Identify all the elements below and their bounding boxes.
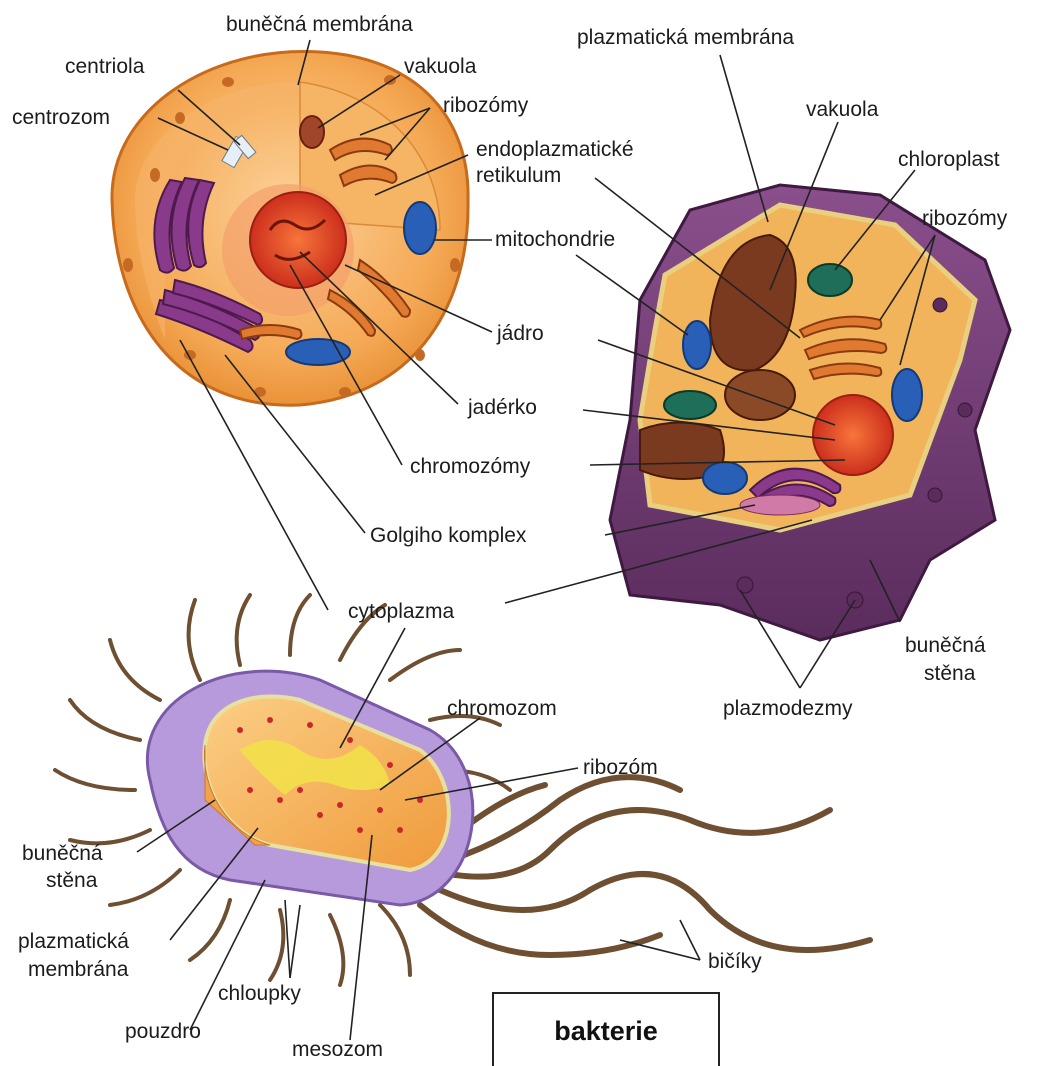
label-chloroplast: chloroplast [898, 148, 1000, 172]
label-retikulum: retikulum [476, 164, 561, 188]
label-bunecna-membrana: buněčná membrána [226, 13, 413, 37]
label-plazmaticka-bact-2: membrána [28, 958, 128, 982]
label-centriola: centriola [65, 55, 144, 79]
label-plazmaticka-membrana-plant: plazmatická membrána [577, 26, 794, 50]
label-mesozom: mesozom [292, 1038, 383, 1062]
label-vakuola-plant: vakuola [806, 98, 878, 122]
label-chromozomy: chromozómy [410, 455, 530, 479]
label-jadro: jádro [497, 322, 544, 346]
label-golgiho-komplex: Golgiho komplex [370, 524, 526, 548]
label-pouzdro: pouzdro [125, 1020, 201, 1044]
label-bunecna-stena-bact-1: buněčná [22, 842, 103, 866]
bacterium-title: bakterie [494, 1016, 718, 1047]
animal-cell [112, 51, 468, 405]
label-ribozom: ribozóm [583, 756, 658, 780]
label-bicky: bičíky [708, 950, 762, 974]
bacterium-title-box: bakterie [492, 992, 720, 1066]
label-chromozom: chromozom [447, 697, 557, 721]
label-bunecna-stena-bact-2: stěna [46, 869, 97, 893]
label-ribozomy-plant: ribozómy [922, 207, 1007, 231]
label-plazmaticka-bact-1: plazmatická [18, 930, 129, 954]
label-chloupky: chloupky [218, 982, 301, 1006]
plant-cell [610, 185, 1010, 640]
label-ribozomy-animal: ribozómy [443, 94, 528, 118]
label-bunecna-stena-plant-2: stěna [924, 662, 975, 686]
label-cytoplazma: cytoplazma [348, 600, 454, 624]
label-bunecna-stena-plant-1: buněčná [905, 634, 986, 658]
label-jaderko: jadérko [468, 396, 537, 420]
label-mitochondrie: mitochondrie [495, 228, 615, 252]
label-centrozom: centrozom [12, 106, 110, 130]
label-vakuola-animal: vakuola [404, 55, 476, 79]
label-plazmodezmy: plazmodezmy [723, 697, 853, 721]
label-endoplazmaticke: endoplazmatické [476, 138, 634, 162]
